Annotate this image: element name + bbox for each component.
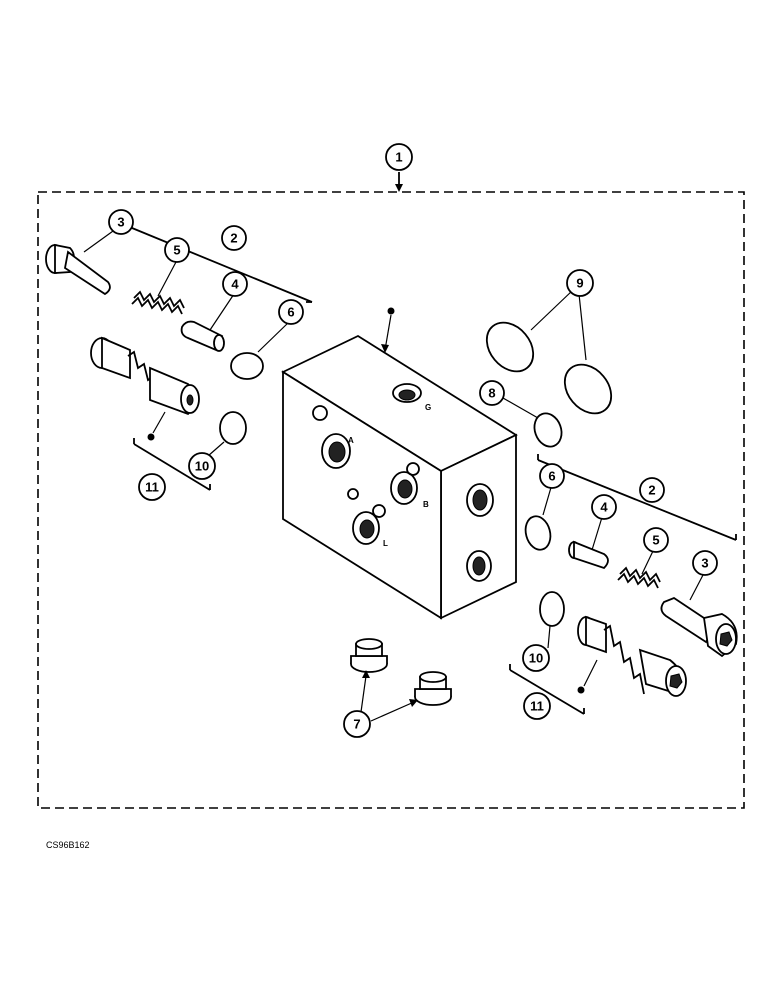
adjusting-screw-left: [45, 243, 111, 296]
svg-text:10: 10: [195, 459, 209, 474]
svg-text:6: 6: [287, 305, 294, 320]
callout-7: 7: [343, 710, 371, 738]
plug-7-a: [350, 638, 388, 673]
o-ring-9-b: [563, 363, 613, 415]
svg-text:2: 2: [230, 231, 237, 246]
callout-10-left: 10: [188, 452, 216, 480]
o-ring-6-right: [524, 515, 552, 551]
svg-text:3: 3: [701, 556, 708, 571]
kit-boundary: [37, 191, 745, 809]
callout-5-left: 5: [164, 237, 190, 263]
port-label-g: G: [425, 403, 431, 412]
plug-7-b: [414, 671, 452, 706]
callout-6-left: 6: [278, 299, 304, 325]
callout-9: 9: [566, 269, 594, 297]
figure-code: CS96B162: [46, 840, 90, 850]
poppet-right: [568, 540, 609, 570]
svg-text:2: 2: [648, 483, 655, 498]
svg-text:4: 4: [600, 500, 608, 515]
callout-11-left: 11: [138, 473, 166, 501]
o-ring-10-right: [539, 591, 565, 627]
svg-text:9: 9: [576, 276, 583, 291]
o-ring-9-a: [485, 321, 535, 373]
o-ring-8: [533, 412, 563, 448]
spring-right: [617, 566, 661, 589]
callout-6-right: 6: [539, 463, 565, 489]
callout-11-right: 11: [523, 692, 551, 720]
callout-4-left: 4: [222, 271, 248, 297]
callout-3-right: 3: [692, 550, 718, 576]
port-label-l: L: [383, 539, 388, 548]
adjusting-screw-right: [660, 596, 738, 658]
valve-block: A B L G: [281, 307, 518, 620]
poppet-left: [180, 320, 225, 352]
svg-text:6: 6: [548, 469, 555, 484]
callout-3-left: 3: [108, 209, 134, 235]
svg-text:10: 10: [529, 651, 543, 666]
svg-text:11: 11: [145, 480, 159, 495]
o-ring-6-left: [230, 352, 264, 380]
svg-text:4: 4: [231, 277, 239, 292]
svg-text:1: 1: [395, 150, 402, 165]
svg-text:3: 3: [117, 215, 124, 230]
port-label-b: B: [423, 500, 429, 509]
callout-10-right: 10: [522, 644, 550, 672]
relief-cartridge-right: [577, 615, 687, 697]
port-label-a: A: [348, 436, 354, 445]
relief-cartridge-left: [90, 336, 200, 416]
o-ring-10-left: [219, 411, 247, 445]
callout-5-right: 5: [643, 527, 669, 553]
callout-8: 8: [479, 380, 505, 406]
callout-1: 1: [385, 143, 413, 171]
svg-text:11: 11: [530, 699, 544, 714]
spring-left: [131, 290, 185, 315]
svg-text:8: 8: [488, 386, 495, 401]
svg-text:5: 5: [173, 243, 180, 258]
callout-4-right: 4: [591, 494, 617, 520]
svg-text:7: 7: [353, 717, 360, 732]
callout-2-right: 2: [639, 477, 665, 503]
callout-2-left: 2: [221, 225, 247, 251]
svg-text:5: 5: [652, 533, 659, 548]
